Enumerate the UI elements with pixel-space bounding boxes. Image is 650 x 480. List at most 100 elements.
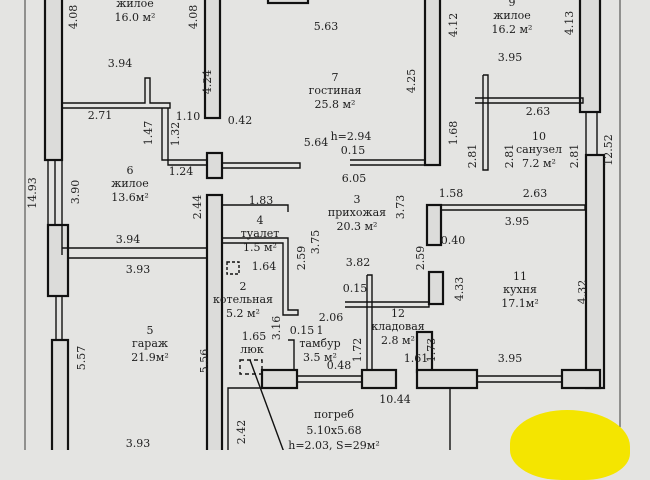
dimension-label-vertical: 3.73 xyxy=(394,194,407,220)
room-area: 2.8 м² xyxy=(381,334,415,347)
wall xyxy=(205,151,224,180)
room-area: 25.8 м² xyxy=(314,98,356,111)
dimension-label-vertical: 1.32 xyxy=(169,121,182,147)
dimension-label: 0.48 xyxy=(326,359,352,372)
room-name: жилое xyxy=(111,177,149,190)
partition xyxy=(161,108,208,166)
dimension-label: 0.42 xyxy=(227,114,253,127)
room-area: 21.9м² xyxy=(131,351,169,364)
wall xyxy=(578,0,602,114)
boiler-icon xyxy=(226,261,240,275)
partition xyxy=(345,301,430,308)
room-name: санузел xyxy=(515,143,563,156)
dimension-label-vertical: 3.75 xyxy=(309,229,322,255)
room-area: 7.2 м² xyxy=(522,157,556,170)
yellow-highlight xyxy=(510,410,630,480)
dimension-label: 5.63 xyxy=(313,20,339,33)
dimension-label: 2.06 xyxy=(318,311,344,324)
dimension-label: 0.15 xyxy=(342,282,368,295)
hatch-label: люк xyxy=(240,343,264,356)
wall xyxy=(560,368,602,390)
room-number: 1 xyxy=(316,324,324,337)
dimension-label-vertical: 1.72 xyxy=(351,337,364,363)
dimension-label: 2.71 xyxy=(87,109,113,122)
room-number: 5 xyxy=(146,324,154,337)
dimension-label: 3.94 xyxy=(107,57,133,70)
partition xyxy=(482,74,489,171)
partition xyxy=(222,237,299,316)
dimension-label-vertical: 4.25 xyxy=(405,68,418,94)
cellar-size: 5.10x5.68 xyxy=(306,424,362,437)
dimension-label-vertical: 2.81 xyxy=(466,143,479,169)
cellar-info: h=2.03, S=29м² xyxy=(288,439,380,452)
floor-plan xyxy=(24,0,621,450)
wall xyxy=(260,368,299,390)
partition xyxy=(62,247,208,259)
room-name: тамбур xyxy=(299,337,341,350)
dimension-label: 3.94 xyxy=(115,233,141,246)
room-area: 16.0 м² xyxy=(114,11,156,24)
partition xyxy=(61,0,171,109)
partition xyxy=(288,339,295,371)
dimension-label: 3.95 xyxy=(497,352,523,365)
room-name: прихожая xyxy=(327,206,387,219)
room-area: 3.5 м² xyxy=(303,351,337,364)
room-number: 9 xyxy=(508,0,516,9)
dimension-label-vertical: 5.57 xyxy=(75,345,88,371)
partition xyxy=(297,375,363,383)
dimension-label-vertical: 4.32 xyxy=(576,279,589,305)
dimension-label: 0.15 xyxy=(340,144,366,157)
dimension-label-vertical: 4.13 xyxy=(563,10,576,36)
partition xyxy=(222,162,301,169)
wall xyxy=(584,153,606,390)
partition xyxy=(441,204,586,211)
dimension-label: 1.83 xyxy=(248,194,274,207)
dimension-label: 1.24 xyxy=(168,165,194,178)
room-number: 4 xyxy=(256,214,264,227)
room-name: котельная xyxy=(213,293,273,306)
wall xyxy=(360,368,398,390)
partition xyxy=(366,274,373,371)
dimension-label: 6.05 xyxy=(341,172,367,185)
dimension-label: 0.15 xyxy=(289,324,315,337)
room-number: 11 xyxy=(513,270,527,283)
dimension-label-vertical: 2.81 xyxy=(503,143,516,169)
dimension-label: 1.61 xyxy=(403,352,429,365)
dimension-label-vertical: 3.16 xyxy=(270,315,283,341)
dimension-label-vertical: 5.56 xyxy=(198,348,211,374)
room-number: 3 xyxy=(353,193,361,206)
partition xyxy=(222,204,289,212)
cellar-line xyxy=(249,359,284,450)
wall xyxy=(425,203,443,247)
room-number: 10 xyxy=(532,130,546,143)
room-name: кладовая xyxy=(371,320,425,333)
dimension-label-vertical: 2.42 xyxy=(235,419,248,445)
wall xyxy=(43,0,64,162)
room-area: 16.2 м² xyxy=(491,23,533,36)
dimension-label-vertical: 4.08 xyxy=(67,4,80,30)
cellar-outline xyxy=(227,387,262,450)
dimension-label: 1.58 xyxy=(438,187,464,200)
room-name: гараж xyxy=(131,337,169,350)
dimension-label-vertical: 1.68 xyxy=(447,120,460,146)
hatch-icon xyxy=(239,359,263,375)
wall xyxy=(423,0,442,167)
dimension-label-vertical: 14.93 xyxy=(26,177,39,209)
dimension-label: 5.64 xyxy=(303,136,329,149)
room-area: 20.3 м² xyxy=(336,220,378,233)
wall xyxy=(415,368,479,390)
dimension-label-vertical: 2.81 xyxy=(568,143,581,169)
dimension-label: 10.44 xyxy=(379,393,411,406)
dimension-label: 2.63 xyxy=(525,105,551,118)
dimension-label-vertical: 4.08 xyxy=(187,4,200,30)
ceiling-height: h=2.94 xyxy=(330,130,372,143)
dimension-label-vertical: 2.59 xyxy=(414,245,427,271)
room-name: гостиная xyxy=(308,84,362,97)
dimension-label: 1.64 xyxy=(251,260,277,273)
room-number: 2 xyxy=(239,280,247,293)
room-area: 17.1м² xyxy=(501,297,539,310)
room-number: 7 xyxy=(331,71,339,84)
partition xyxy=(350,159,426,166)
dimension-label-vertical: 1.73 xyxy=(425,337,438,363)
room-name: жилое xyxy=(493,9,531,22)
